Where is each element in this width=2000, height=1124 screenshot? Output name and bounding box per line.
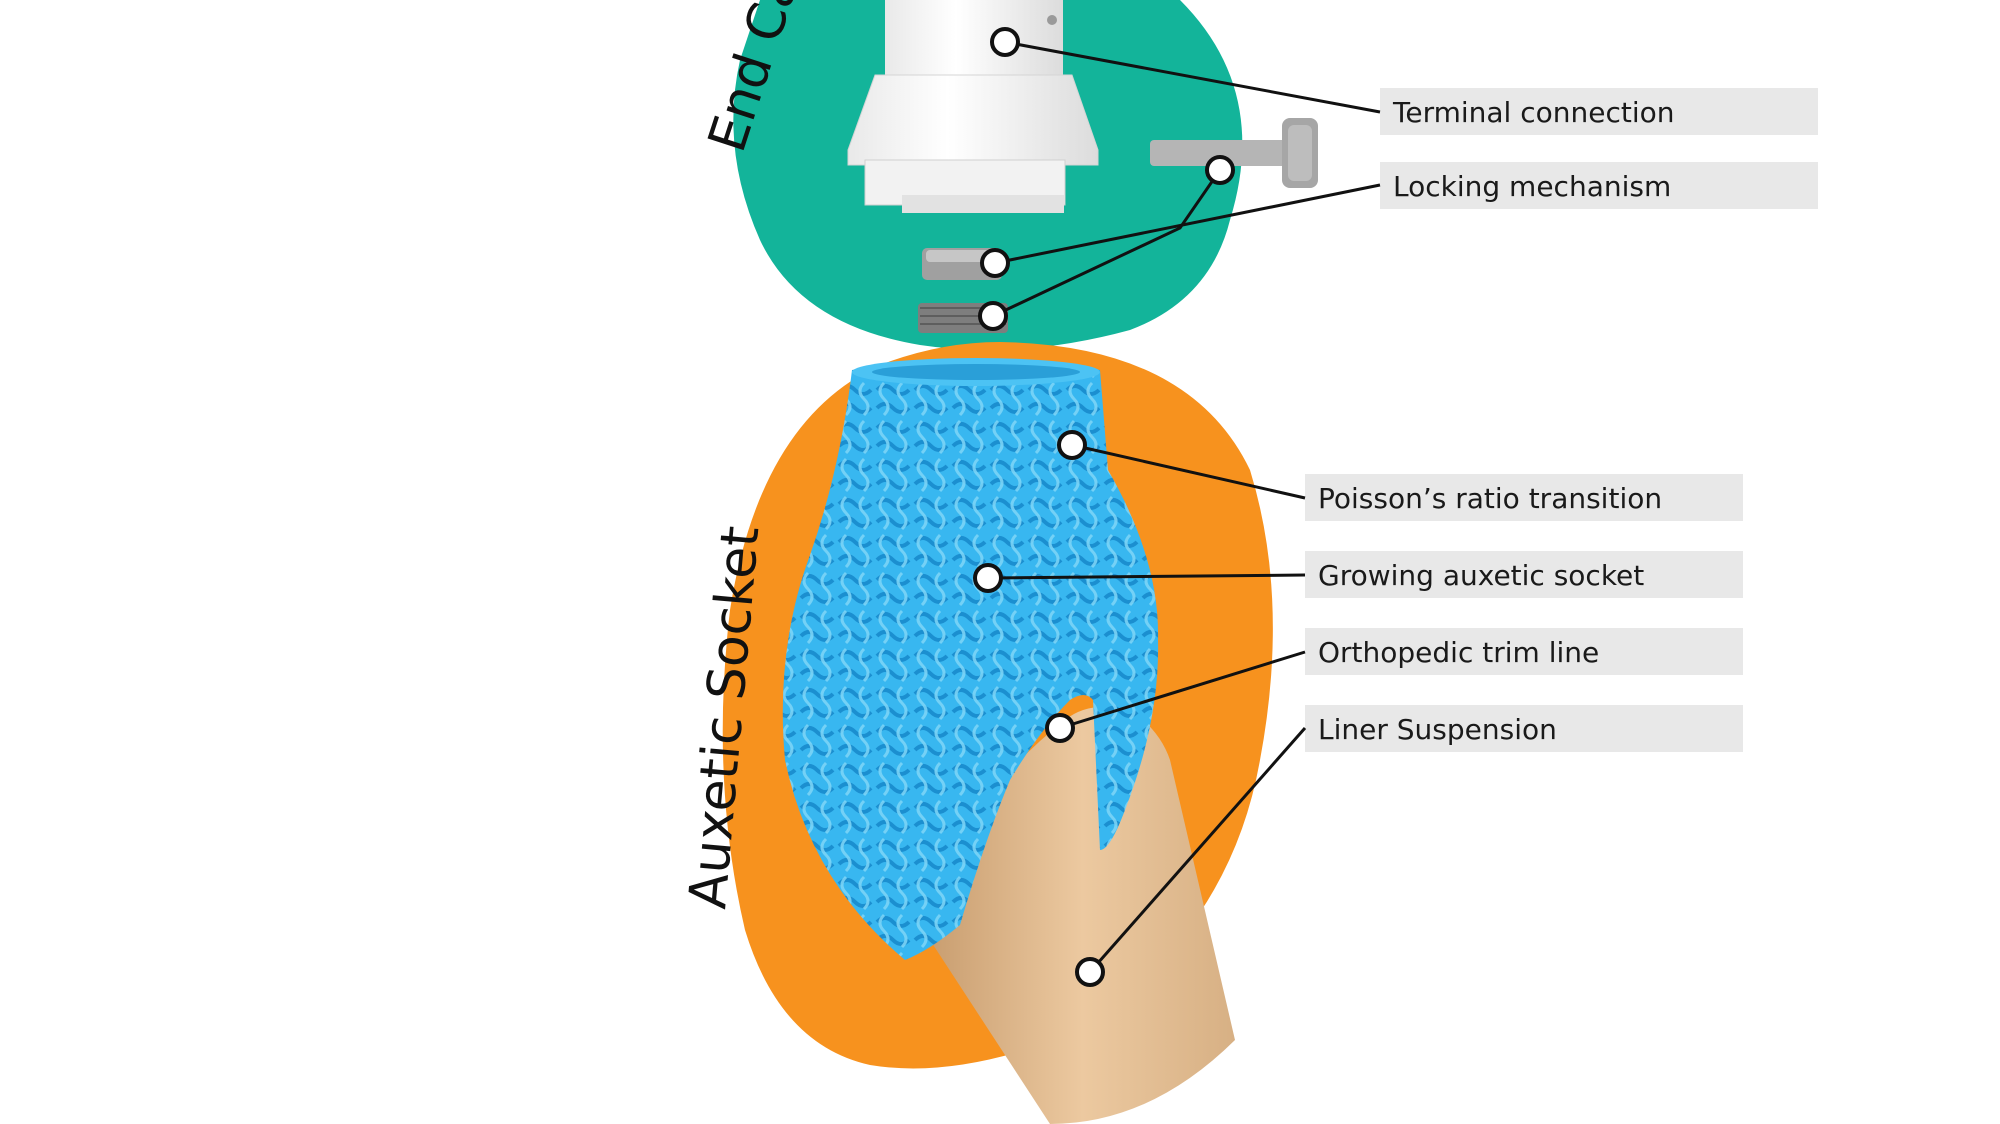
label-box-growing-auxetic: [1305, 551, 1743, 598]
label-box-liner: [1305, 705, 1743, 752]
marker-poissons: [1057, 430, 1087, 460]
leader-locking-1: [994, 183, 1381, 265]
label-locking-mechanism: Locking mechanism: [1393, 170, 1671, 203]
label-liner: Liner Suspension: [1318, 713, 1557, 746]
liner-sleeve: [930, 706, 1235, 1124]
label-trim-line: Orthopedic trim line: [1318, 636, 1599, 669]
label-box-terminal-connection: [1380, 88, 1818, 135]
leader-locking-2: [992, 169, 1222, 318]
auxetic-socket-body: [782, 362, 1159, 960]
label-box-locking-mechanism: [1380, 162, 1818, 209]
leader-growing: [987, 573, 1306, 580]
label-terminal-connection: Terminal connection: [1392, 96, 1675, 129]
label-poissons-ratio: Poisson’s ratio transition: [1318, 482, 1662, 515]
marker-terminal-connection: [990, 27, 1020, 57]
leader-trim: [1059, 650, 1306, 730]
marker-growing: [973, 563, 1003, 593]
terminal-connection-part: [847, 0, 1099, 213]
leader-terminal-connection: [1004, 40, 1381, 114]
locking-pin-part: [1150, 118, 1318, 188]
marker-lock-ring-lower: [978, 301, 1008, 331]
marker-trim: [1045, 713, 1075, 743]
leader-liner: [1088, 727, 1307, 973]
label-box-poissons-ratio: [1305, 474, 1743, 521]
marker-lock-ring-upper: [980, 248, 1010, 278]
label-growing-auxetic: Growing auxetic socket: [1318, 559, 1644, 592]
marker-liner: [1075, 957, 1105, 987]
marker-locking-pin: [1205, 155, 1235, 185]
label-box-trim-line: [1305, 628, 1743, 675]
leader-poissons: [1071, 443, 1306, 500]
